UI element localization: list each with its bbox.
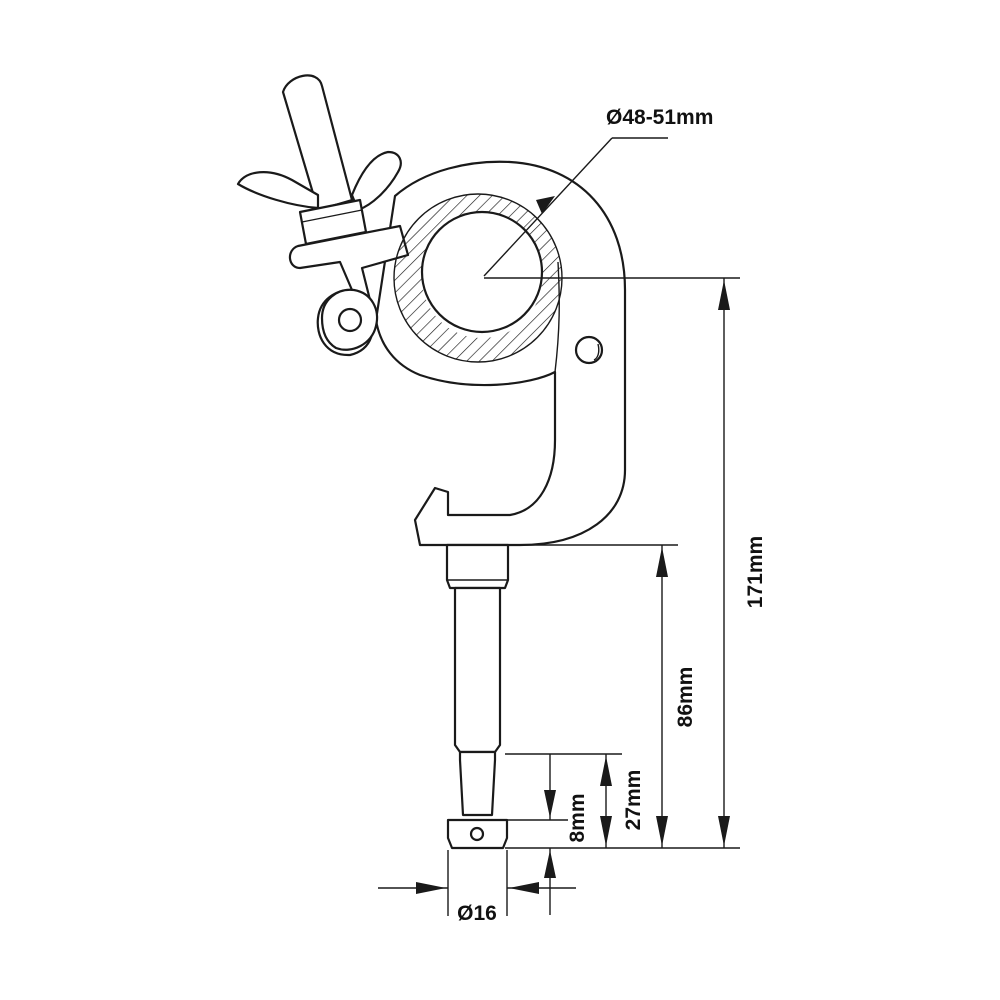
spigot-tip xyxy=(458,750,497,817)
tip-arrow-bottom xyxy=(600,816,612,846)
dim-tube-diameter: Ø48-51mm xyxy=(483,106,713,277)
wing-nut-line xyxy=(301,209,363,223)
spigot-safety-hole xyxy=(469,826,485,842)
groove-arrow-top xyxy=(544,790,556,818)
hook-pivot-mark xyxy=(593,343,600,361)
tip-arrow-top xyxy=(600,756,612,786)
dia-arrow-left xyxy=(416,882,446,894)
dim-spigot-length: 86mm xyxy=(656,545,697,848)
tube-section xyxy=(393,193,563,363)
overall-height-label: 171mm xyxy=(744,536,767,608)
dim-tip-length: 27mm xyxy=(600,754,645,848)
dim-groove-width: 8mm xyxy=(544,754,589,915)
tube-dim-leader xyxy=(483,137,613,277)
wing-nut-left-wing xyxy=(236,171,320,210)
hook-pivot-hole xyxy=(574,335,604,365)
overall-arrow-bottom xyxy=(718,816,730,846)
dim-spigot-diameter: Ø16 xyxy=(378,850,576,925)
overall-arrow-top xyxy=(718,280,730,310)
groove-arrow-bottom xyxy=(544,850,556,878)
spigot-diameter-label: Ø16 xyxy=(457,902,497,925)
spigot xyxy=(445,543,510,850)
groove-width-label: 8mm xyxy=(566,793,589,842)
tube-dim-arrow xyxy=(536,196,555,214)
tip-length-label: 27mm xyxy=(622,770,645,831)
spigot-length-label: 86mm xyxy=(674,667,697,728)
spigot-shaft xyxy=(453,586,502,754)
tube-inner-circle xyxy=(420,210,544,334)
wing-bolt xyxy=(236,74,402,246)
dia-arrow-right xyxy=(509,882,539,894)
spigot-arrow-top xyxy=(656,547,668,577)
wing-nut-right-wing xyxy=(350,150,402,212)
spigot-arrow-bottom xyxy=(656,816,668,846)
dim-overall-height: 171mm xyxy=(718,278,767,848)
spigot-collar xyxy=(445,543,510,590)
tube-diameter-label: Ø48-51mm xyxy=(606,106,713,129)
lever-pivot-hole xyxy=(337,307,363,333)
bolt-shaft xyxy=(281,74,354,212)
